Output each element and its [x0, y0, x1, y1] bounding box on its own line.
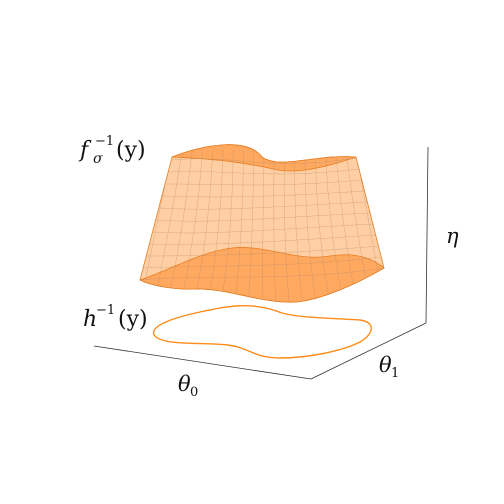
- mesh-line: [149, 234, 376, 245]
- label-curve: h −1 (y): [83, 303, 148, 332]
- label-theta1-sub: 1: [391, 366, 399, 381]
- label-h-sup: −1: [96, 303, 115, 318]
- label-surface: f σ −1 (y): [78, 134, 146, 167]
- mesh-line: [180, 149, 203, 303]
- mesh-line: [261, 149, 265, 303]
- mesh-line: [248, 149, 255, 303]
- label-theta0-sub: 0: [190, 385, 198, 400]
- mesh-line: [325, 149, 344, 303]
- axes: [93, 146, 429, 380]
- label-theta0-base: θ: [178, 372, 191, 396]
- eta-axis-line: [425, 146, 429, 324]
- label-eta: η: [446, 224, 459, 248]
- mesh-line: [166, 149, 193, 303]
- mesh-line: [273, 149, 276, 303]
- mesh-line: [234, 149, 244, 303]
- mesh-line: [304, 149, 317, 303]
- mesh-line: [162, 190, 365, 198]
- theta0-axis-line: [93, 345, 312, 380]
- mesh-line: [171, 157, 357, 164]
- surface-f-sigma-inverse: [138, 144, 385, 303]
- surface-top-lip: [171, 144, 357, 172]
- mesh-line: [143, 256, 382, 269]
- label-f-sup: −1: [95, 134, 114, 149]
- mesh-line: [159, 201, 368, 210]
- mesh-line: [221, 149, 234, 303]
- label-h-arg: (y): [118, 307, 148, 332]
- mesh-line: [294, 149, 303, 303]
- label-theta0: θ 0: [178, 372, 198, 400]
- mesh-line: [155, 212, 371, 222]
- mesh-line: [140, 267, 384, 281]
- mesh-line: [168, 168, 359, 175]
- label-theta1-base: θ: [379, 353, 392, 377]
- label-f-sub: σ: [93, 151, 103, 167]
- mesh-line: [283, 149, 290, 303]
- label-f: f: [78, 138, 92, 163]
- mesh-line: [152, 223, 373, 234]
- curve-h-inverse: [152, 305, 372, 359]
- label-theta1: θ 1: [379, 353, 399, 381]
- label-h: h: [83, 307, 97, 332]
- theta1-axis-line: [310, 322, 427, 380]
- mesh-line: [314, 149, 331, 303]
- label-f-arg: (y): [116, 138, 146, 163]
- mesh-line: [165, 179, 362, 186]
- mesh-line: [207, 149, 224, 303]
- mesh-line: [146, 245, 379, 257]
- mesh-line: [193, 149, 214, 303]
